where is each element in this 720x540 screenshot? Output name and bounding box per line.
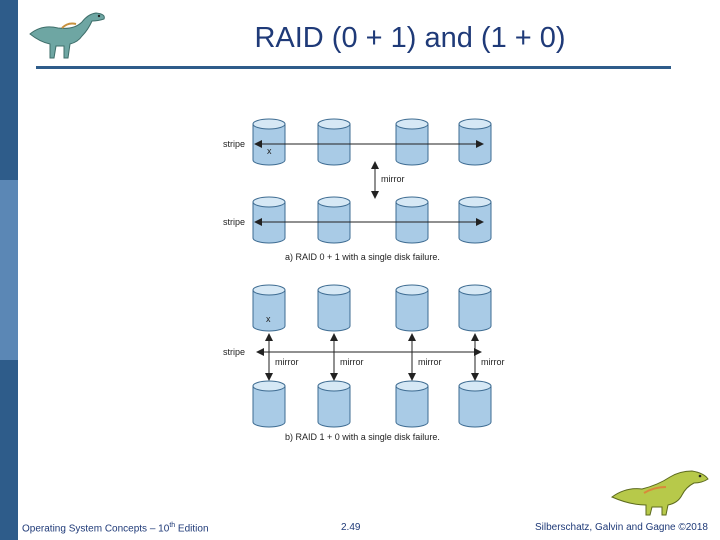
raid10-bottom-row: [252, 380, 492, 428]
caption-b: b) RAID 1 + 0 with a single disk failure…: [285, 432, 440, 442]
disk-a-bottom-1: [252, 196, 286, 244]
footer-course-superscript: th: [169, 522, 176, 529]
mirror-label-a: mirror: [381, 174, 405, 184]
mirror-label-b-3: mirror: [418, 357, 442, 367]
caption-a: a) RAID 0 + 1 with a single disk failure…: [285, 252, 440, 262]
disk-b-top-4: [458, 284, 492, 332]
disk-a-top-2: [317, 118, 351, 166]
title-underline: [36, 66, 671, 69]
disk-b-top-2: [317, 284, 351, 332]
failure-mark-a: x: [267, 146, 272, 156]
disk-b-bottom-2: [317, 380, 351, 428]
footer-copyright: Silberschatz, Galvin and Gagne ©2018: [534, 522, 708, 533]
raid01-stripe-row-top: stripe x: [223, 118, 492, 166]
disk-b-top-3: [395, 284, 429, 332]
stripe-label-a-bottom: stripe: [223, 217, 245, 227]
slide-title: RAID (0 + 1) and (1 + 0): [254, 22, 566, 54]
sidebar-band: [0, 0, 18, 540]
mirror-label-b-1: mirror: [275, 357, 299, 367]
mirror-label-b-2: mirror: [340, 357, 364, 367]
disk-b-bottom-3: [395, 380, 429, 428]
disk-a-bottom-3: [395, 196, 429, 244]
mirror-label-b-4: mirror: [481, 357, 505, 367]
footer-course-title: Operating System Concepts – 10th Edition: [22, 522, 209, 534]
sidebar-segment-top: [0, 0, 18, 180]
page-number: 2.49: [341, 522, 361, 533]
footer-course-edition: Edition: [175, 523, 209, 535]
disk-a-top-1: [252, 118, 286, 166]
footer-course-name: Operating System Concepts – 10: [22, 523, 170, 535]
disk-a-bottom-2: [317, 196, 351, 244]
dinosaur-logo-bottom: [610, 470, 709, 516]
disk-b-bottom-1: [252, 380, 286, 428]
disk-a-top-4: [458, 118, 492, 166]
raid01-stripe-row-bottom: stripe: [223, 196, 492, 244]
disk-a-bottom-4: [458, 196, 492, 244]
stripe-label-b: stripe: [223, 347, 245, 357]
disk-b-top-1: [252, 284, 286, 332]
failure-mark-b: x: [266, 314, 271, 324]
raid10-top-row: x: [252, 284, 492, 332]
raid-diagram: stripe x mirror stripe a) RAID 0 + 1 wit…: [223, 118, 505, 442]
disk-a-top-3: [395, 118, 429, 166]
sidebar-segment-middle: [0, 180, 18, 360]
sidebar-segment-bottom: [0, 360, 18, 540]
stripe-label-a-top: stripe: [223, 139, 245, 149]
dinosaur-logo-top: [29, 12, 105, 59]
disk-b-bottom-4: [458, 380, 492, 428]
